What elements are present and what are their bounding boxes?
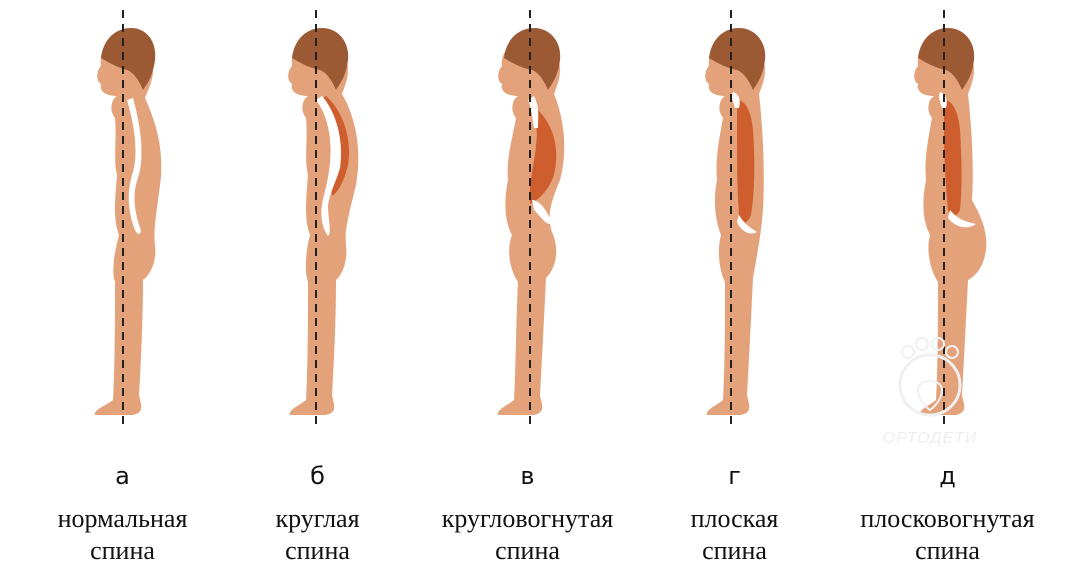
body-silhouette [498,40,564,415]
posture-letter: а [15,462,230,490]
posture-caption: плоская спина [627,503,842,567]
posture-panel-b: б круглая спина [210,0,425,565]
body-silhouette [95,40,162,415]
posture-flat-back-figure [627,0,842,460]
posture-panel-d: д плосковогнутая спина [840,0,1055,565]
posture-letter: д [840,462,1055,490]
body-silhouette [288,40,358,415]
posture-panel-a: а нормальная спина [15,0,230,565]
watermark-text: ОРТОДЕТИ [880,430,980,448]
posture-letter: в [420,462,635,490]
posture-round-back-figure [210,0,425,460]
posture-caption: плосковогнутая спина [840,503,1055,567]
posture-normal-back-figure [15,0,230,460]
caption-line-2: спина [210,535,425,567]
caption-line-2: спина [15,535,230,567]
posture-letter: б [210,462,425,490]
caption-line-2: спина [840,535,1055,567]
caption-line-1: кругловогнутая [420,503,635,535]
caption-line-1: круглая [210,503,425,535]
posture-panel-v: в кругловогнутая спина [420,0,635,565]
caption-line-1: плосковогнутая [840,503,1055,535]
posture-caption: круглая спина [210,503,425,567]
posture-panel-g: г плоская спина [627,0,842,565]
watermark-logo: ОРТОДЕТИ [880,330,980,455]
posture-round-concave-back-figure [420,0,635,460]
watermark-footprint-icon [880,330,980,430]
posture-letter: г [627,462,842,490]
caption-line-1: нормальная [15,503,230,535]
posture-caption: кругловогнутая спина [420,503,635,567]
caption-line-2: спина [420,535,635,567]
posture-caption: нормальная спина [15,503,230,567]
caption-line-2: спина [627,535,842,567]
caption-line-1: плоская [627,503,842,535]
